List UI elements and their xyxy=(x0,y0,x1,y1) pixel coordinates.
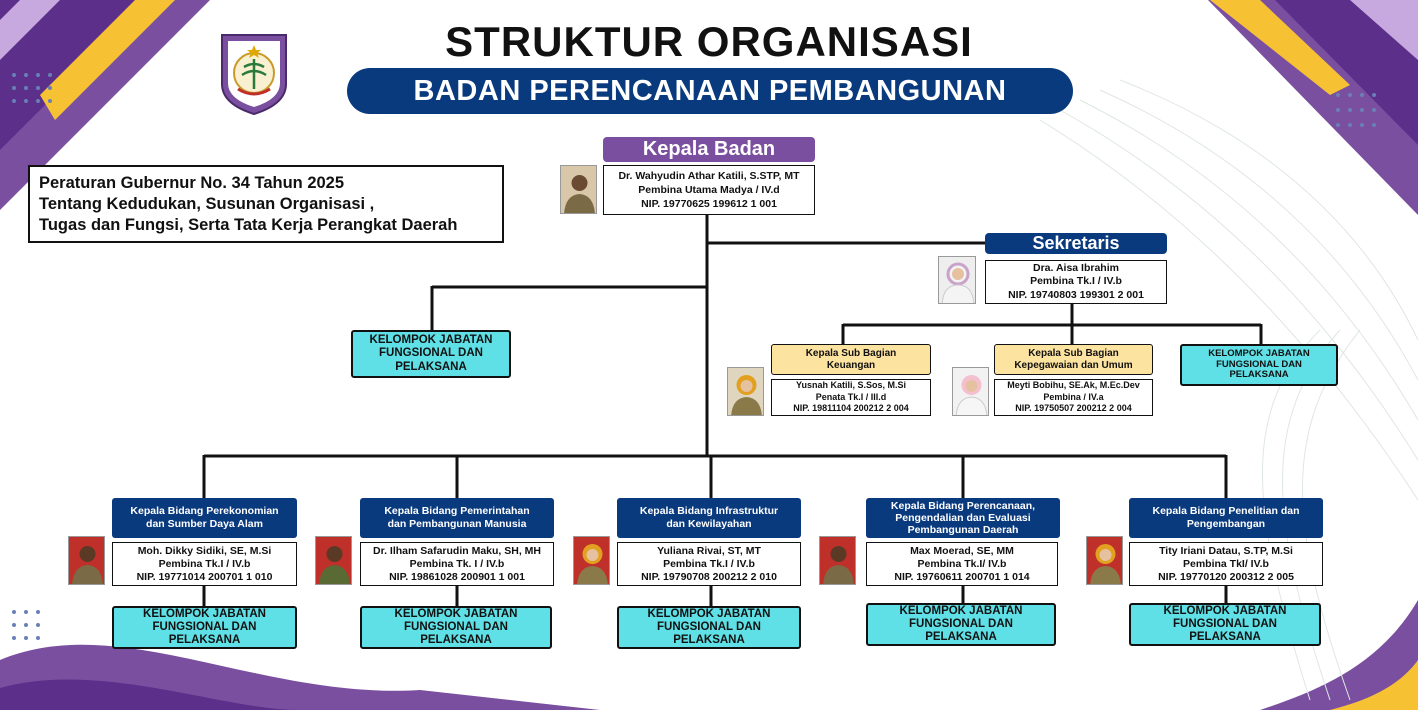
bidang-penelitian-photo xyxy=(1086,536,1123,585)
person-nip: NIP. 19740803 199301 2 001 xyxy=(1008,288,1144,301)
subbagian-kepegawaian-photo xyxy=(952,367,989,416)
sekretaris-card: Dra. Aisa Ibrahim Pembina Tk.I / IV.b NI… xyxy=(985,260,1167,304)
person-photo-icon xyxy=(72,546,103,584)
sekretaris-header: Sekretaris xyxy=(985,233,1167,254)
bidang-infrastruktur-photo xyxy=(573,536,610,585)
bidang-perencanaan-photo xyxy=(819,536,856,585)
regulation-line: Tentang Kedudukan, Susunan Organisasi , xyxy=(39,195,375,213)
regulation-line: Peraturan Gubernur No. 34 Tahun 2025 xyxy=(39,174,345,192)
subbagian-kepegawaian-header: Kepala Sub Bagian Kepegawaian dan Umum xyxy=(994,344,1153,375)
page-subtitle: BADAN PERENCANAAN PEMBANGUNAN DAERAH xyxy=(347,68,1073,153)
dot-pattern-decoration xyxy=(12,73,1376,640)
bottom-wave-decoration xyxy=(0,600,1418,710)
bidang-penelitian-card: Tity Iriani Datau, S.TP, M.Si Pembina Tk… xyxy=(1129,542,1323,586)
bidang-perencanaan-header: Kepala Bidang Perencanaan, Pengendalian … xyxy=(866,498,1060,538)
bidang-infrastruktur-card: Yuliana Rivai, ST, MT Pembina Tk.I / IV.… xyxy=(617,542,801,586)
kepala-badan-card: Dr. Wahyudin Athar Katili, S.STP, MT Pem… xyxy=(603,165,815,215)
bidang-perekonomian-header: Kepala Bidang Perekonomian dan Sumber Da… xyxy=(112,498,297,538)
kelompok-jabatan-box: KELOMPOK JABATAN FUNGSIONAL DAN PELAKSAN… xyxy=(351,330,511,378)
regulation-box: Peraturan Gubernur No. 34 Tahun 2025 Ten… xyxy=(28,165,504,243)
person-rank: Pembina Tk.I / IV.b xyxy=(1030,275,1122,288)
kelompok-jabatan-box: KELOMPOK JABATAN FUNGSIONAL DAN PELAKSAN… xyxy=(866,603,1056,646)
province-logo-emblem xyxy=(221,34,287,116)
person-photo-icon xyxy=(564,175,595,213)
subbagian-keuangan-photo xyxy=(727,367,764,416)
bidang-infrastruktur-header: Kepala Bidang Infrastruktur dan Kewilaya… xyxy=(617,498,801,538)
person-name: Dr. Wahyudin Athar Katili, S.STP, MT xyxy=(618,170,800,182)
kelompok-jabatan-sekretariat-box: KELOMPOK JABATAN FUNGSIONAL DAN PELAKSAN… xyxy=(1180,344,1338,386)
kelompok-jabatan-box: KELOMPOK JABATAN FUNGSIONAL DAN PELAKSAN… xyxy=(360,606,552,649)
subbagian-keuangan-card: Yusnah Katili, S.Sos, M.Si Penata Tk.I /… xyxy=(771,379,931,416)
bidang-pemerintahan-header: Kepala Bidang Pemerintahan dan Pembangun… xyxy=(360,498,554,538)
sekretaris-photo xyxy=(938,256,976,304)
person-photo-icon xyxy=(955,375,988,415)
top-left-corner-decoration xyxy=(0,0,210,210)
person-photo-icon xyxy=(731,375,762,415)
bidang-perekonomian-photo xyxy=(68,536,105,585)
person-photo-icon xyxy=(1090,544,1121,584)
person-photo-icon xyxy=(319,546,350,584)
kelompok-jabatan-box: KELOMPOK JABATAN FUNGSIONAL DAN PELAKSAN… xyxy=(617,606,801,649)
kelompok-jabatan-box: KELOMPOK JABATAN FUNGSIONAL DAN PELAKSAN… xyxy=(112,606,297,649)
bidang-perekonomian-card: Moh. Dikky Sidiki, SE, M.Si Pembina Tk.I… xyxy=(112,542,297,586)
bidang-perencanaan-card: Max Moerad, SE, MM Pembina Tk.I/ IV.b NI… xyxy=(866,542,1058,586)
regulation-line: Tugas dan Fungsi, Serta Tata Kerja Peran… xyxy=(39,216,458,234)
person-nip: NIP. 19770625 199612 1 001 xyxy=(641,198,777,210)
bidang-pemerintahan-photo xyxy=(315,536,352,585)
bidang-pemerintahan-card: Dr. Ilham Safarudin Maku, SH, MH Pembina… xyxy=(360,542,554,586)
page-title: STRUKTUR ORGANISASI xyxy=(445,18,973,65)
person-photo-icon xyxy=(941,262,975,303)
person-name: Dra. Aisa Ibrahim xyxy=(1033,261,1119,274)
person-photo-icon xyxy=(577,544,608,584)
kepala-badan-header: Kepala Badan xyxy=(603,137,815,162)
bidang-penelitian-header: Kepala Bidang Penelitian dan Pengembanga… xyxy=(1129,498,1323,538)
person-photo-icon xyxy=(823,546,854,584)
kelompok-jabatan-box: KELOMPOK JABATAN FUNGSIONAL DAN PELAKSAN… xyxy=(1129,603,1321,646)
kepala-badan-photo xyxy=(560,165,597,214)
subbagian-kepegawaian-card: Meyti Bobihu, SE.Ak, M.Ec.Dev Pembina / … xyxy=(994,379,1153,416)
subbagian-keuangan-header: Kepala Sub Bagian Keuangan xyxy=(771,344,931,375)
top-right-corner-decoration xyxy=(1208,0,1418,215)
person-rank: Pembina Utama Madya / IV.d xyxy=(638,184,780,196)
